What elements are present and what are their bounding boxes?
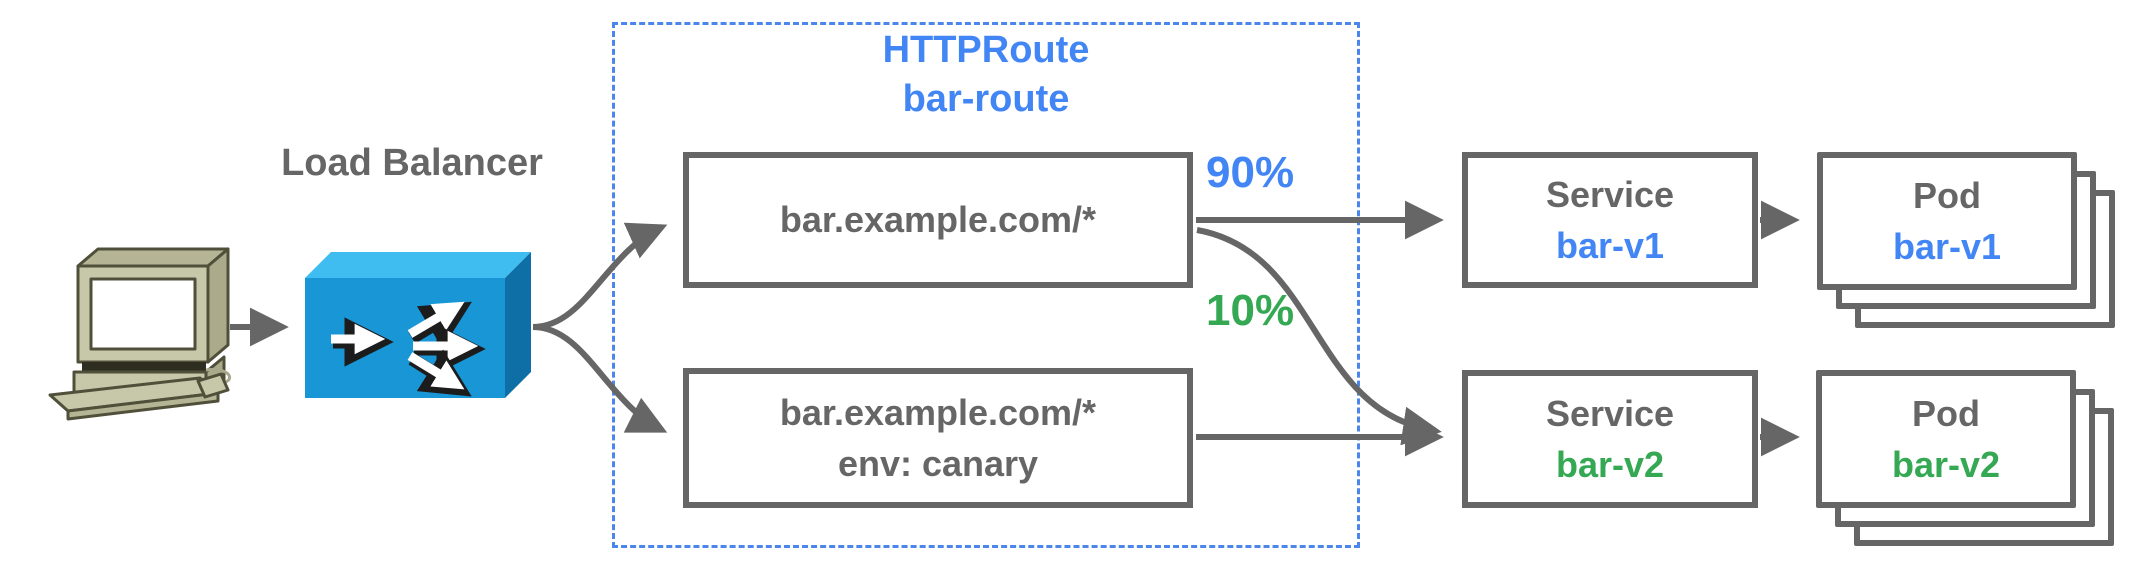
monitor-side-face	[206, 247, 230, 364]
service-2-kind: Service	[1545, 392, 1675, 434]
weight-label-10: 10%	[1206, 286, 1295, 335]
httproute-title-name: bar-route	[902, 77, 1070, 120]
lb-fan-arrows	[331, 301, 486, 397]
pod-bar-v2-stack: Pod bar-v2	[1816, 370, 2116, 550]
pod-1-kind: Pod	[1913, 174, 1981, 216]
keyboard-front	[66, 391, 220, 421]
monitor-neck	[82, 362, 206, 371]
desktop-computer-icon	[48, 247, 232, 421]
route-rule-2-box: bar.example.com/* env: canary	[683, 368, 1193, 508]
weight-label-90: 90%	[1206, 148, 1295, 197]
mouse-body	[196, 372, 230, 399]
pod-1-name: bar-v1	[1892, 226, 2002, 267]
route-rule-1-match: bar.example.com/*	[779, 199, 1097, 241]
lb-top-face	[305, 252, 531, 278]
route-rule-2-match: bar.example.com/*	[779, 391, 1097, 433]
pod-bar-v2-box: Pod bar-v2	[1816, 370, 2076, 508]
load-balancer-label: Load Balancer	[281, 142, 543, 184]
arrow-lb-to-rule2	[532, 324, 668, 433]
pod-2-kind: Pod	[1912, 392, 1980, 434]
arrow-rule1-to-service2-10pct	[1196, 227, 1442, 446]
pod-2-name: bar-v2	[1891, 444, 2001, 485]
route-rule-1-box: bar.example.com/*	[683, 152, 1193, 288]
service-1-kind: Service	[1545, 173, 1675, 215]
route-rule-2-header-match: env: canary	[837, 443, 1039, 484]
pod-bar-v1-box: Pod bar-v1	[1817, 152, 2077, 290]
monitor-screen	[89, 277, 197, 351]
lb-side-face	[505, 252, 531, 398]
service-2-name: bar-v2	[1555, 444, 1665, 485]
load-balancer-icon	[305, 252, 531, 398]
httproute-title: HTTPRoute bar-route	[612, 26, 1360, 123]
service-1-name: bar-v1	[1555, 225, 1665, 266]
httproute-dashed-group-box	[612, 22, 1360, 548]
arrow-lb-to-rule1	[532, 222, 668, 330]
monitor-top-face	[76, 247, 230, 268]
service-bar-v2-box: Service bar-v2	[1462, 370, 1758, 508]
httproute-title-kind: HTTPRoute	[882, 29, 1090, 71]
pod-bar-v1-stack: Pod bar-v1	[1817, 152, 2117, 332]
service-bar-v1-box: Service bar-v1	[1462, 152, 1758, 288]
flow-connectors	[230, 200, 1800, 457]
